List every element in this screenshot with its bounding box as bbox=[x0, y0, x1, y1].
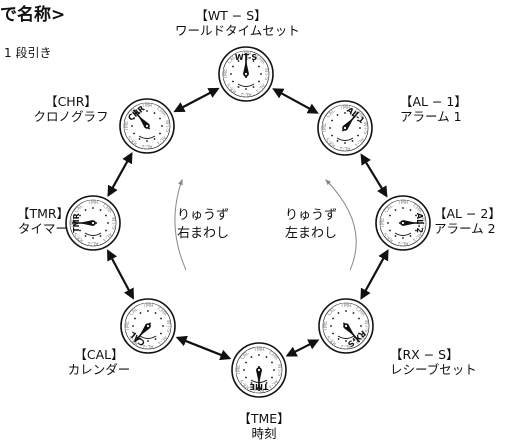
crown-turn-right-caption: りゅうず右まわし bbox=[176, 208, 229, 241]
crown-turn-left-caption: りゅうず左まわし bbox=[284, 208, 337, 241]
dial-mode-mark: TME bbox=[125, 321, 131, 333]
connector-arrow bbox=[107, 152, 133, 197]
dial-mode-mark: TMR bbox=[87, 200, 99, 206]
dial-mode-mark: AL-2 bbox=[339, 145, 350, 151]
dial-mode-mark: TME bbox=[323, 321, 329, 333]
dial-active-mode-mark: TMR bbox=[72, 213, 81, 233]
dial-mode-mark: AL-2 bbox=[340, 343, 351, 349]
mode-label-rx-s: 【RX − S】レシーブセット bbox=[390, 347, 477, 377]
dial-mode-mark: TME bbox=[380, 218, 386, 230]
connector-arrow bbox=[272, 88, 319, 114]
crown-position-note: 1 段引き bbox=[4, 46, 52, 60]
dial-mode-mark: WT-S bbox=[276, 364, 282, 377]
mode-label-cal: 【CAL】カレンダー bbox=[67, 347, 131, 377]
dial-mode-mark: WT-S bbox=[362, 122, 368, 135]
dial-mode-mark: WT-S bbox=[164, 120, 170, 133]
connector-arrow bbox=[175, 335, 232, 361]
dial-mode-mark: AL-2 bbox=[141, 143, 152, 149]
dial-mode-mark: CAL bbox=[326, 306, 337, 317]
dial-mode-mark: TMR bbox=[397, 200, 409, 206]
dial-mode-mark: TME bbox=[236, 365, 242, 377]
dial-mode-mark: CAL bbox=[73, 203, 84, 214]
dial-mode-mark: WT-S bbox=[110, 217, 116, 230]
dial-mode-mark: WT-S bbox=[263, 68, 269, 81]
dial-mode-mark: WT-S bbox=[363, 320, 369, 333]
dial-mode-mark: CAL bbox=[128, 306, 139, 317]
dial-mode-mark: TMR bbox=[253, 347, 265, 353]
mode-label-tme: 【TME】時刻 bbox=[238, 411, 290, 441]
mode-label-tmr: 【TMR】タイマー bbox=[16, 206, 70, 236]
dial-active-mode-mark: WT-S bbox=[235, 53, 257, 62]
connector-arrow bbox=[107, 249, 134, 300]
mode-dials: TMRCHRWT-SAL-1AL-2RX-STMECALWT-STMRCHRWT… bbox=[65, 46, 431, 398]
dial-mode-mark: CAL bbox=[239, 350, 250, 361]
mode-label-chr: 【CHR】クロノグラフ bbox=[33, 94, 109, 124]
rotation-direction-arrows bbox=[174, 178, 357, 271]
dial-mode-mark: CAL bbox=[226, 54, 237, 65]
page-heading: で名称> bbox=[0, 5, 66, 25]
mode-label-wt-s: 【WT − S】ワールドタイムセット bbox=[175, 8, 300, 38]
dial-mode-mark: AL-2 bbox=[87, 240, 98, 246]
dial-mode-mark: TME bbox=[322, 123, 328, 135]
connector-arrow bbox=[285, 339, 320, 357]
dial-mode-mark: AL-2 bbox=[142, 343, 153, 349]
dial-mode-mark: CAL bbox=[383, 203, 394, 214]
dial-mode-mark: TME bbox=[124, 121, 130, 133]
dial-mode-mark: TMR bbox=[141, 103, 153, 109]
dial-mode-mark: TMR bbox=[339, 105, 351, 111]
dial-mode-mark: AL-2 bbox=[397, 240, 408, 246]
dial-active-mode-mark: AL-2 bbox=[415, 213, 424, 233]
connector-arrow bbox=[360, 153, 388, 198]
arrow-up-left bbox=[174, 178, 187, 271]
mode-label-al-1: 【AL − 1】アラーム 1 bbox=[400, 94, 467, 124]
mode-label-al-2: 【AL − 2】アラーム 2 bbox=[434, 206, 501, 236]
dial-mode-mark: WT-S bbox=[165, 320, 171, 333]
dial-mode-mark: AL-2 bbox=[240, 91, 251, 97]
dial-mode-mark: CAL bbox=[127, 106, 138, 117]
arrow-up-right bbox=[325, 179, 357, 271]
connector-arrow bbox=[360, 249, 389, 300]
mode-connectors bbox=[107, 87, 389, 361]
dial-mode-mark: CAL bbox=[325, 108, 336, 119]
dial-mode-mark: TMR bbox=[142, 303, 154, 309]
connector-arrow bbox=[173, 87, 220, 113]
dial-mode-mark: TME bbox=[223, 69, 229, 81]
dial-mode-mark: TMR bbox=[340, 303, 352, 309]
dial-active-mode-mark: TME bbox=[250, 382, 269, 391]
